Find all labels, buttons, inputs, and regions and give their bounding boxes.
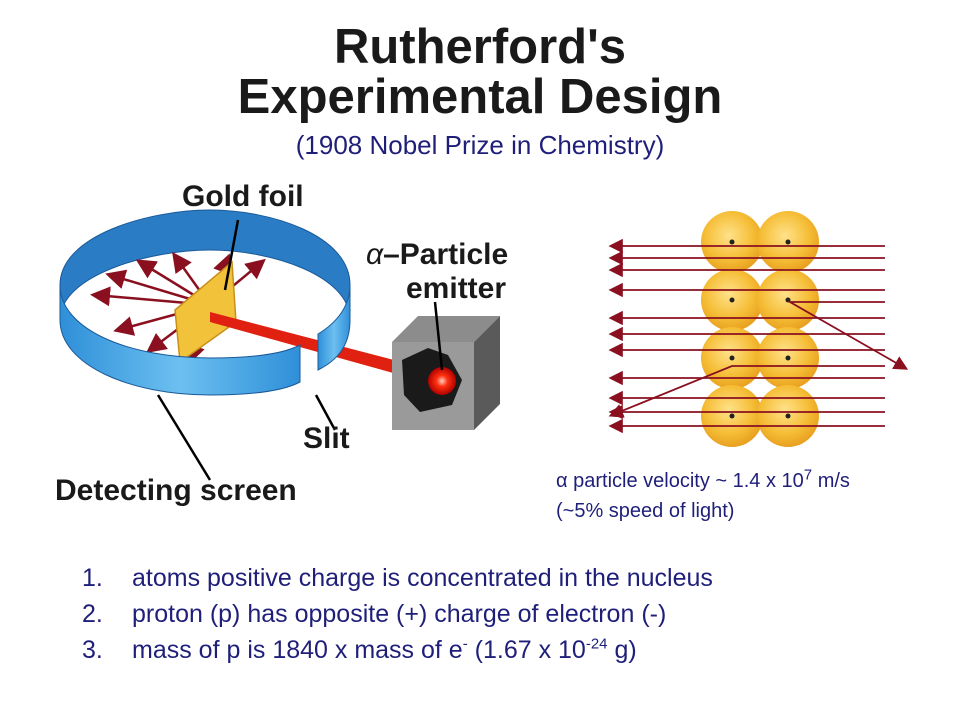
electron-charge-sup: - [462,635,468,653]
nucleus [757,385,819,447]
item-text: atoms positive charge is concentrated in… [132,564,713,592]
emitter-label-line-1: –Particle [383,238,509,271]
list-item: 1. atoms positive charge is concentrated… [82,560,942,596]
nucleus [701,385,763,447]
item-text: mass of p is 1840 x mass of e- (1.67 x 1… [132,632,637,668]
findings-list: 1. atoms positive charge is concentrated… [82,560,942,668]
velocity-line: α particle velocity ~ 1.4 x 107 m/s [556,466,850,496]
item-number: 2. [82,600,103,628]
subtitle: (1908 Nobel Prize in Chemistry) [295,130,665,160]
list-item: 3. mass of p is 1840 x mass of e- (1.67 … [82,632,942,668]
emitter-label-line-2: emitter [406,272,507,305]
mass-exponent: -24 [585,635,608,653]
nucleus [757,327,819,389]
list-item: 2. proton (p) has opposite (+) charge of… [82,596,942,632]
particle-paths [608,238,909,434]
nucleus [701,269,763,331]
nucleus-grid [701,211,819,447]
alpha-symbol: α [366,238,384,271]
item-number: 3. [82,636,103,664]
detecting-screen-front-right [317,284,351,371]
nucleus [757,211,819,273]
nucleus [701,211,763,273]
emitter-label: α–Particle emitter [366,238,508,306]
detecting-screen-front [59,284,301,396]
velocity-note: α particle velocity ~ 1.4 x 107 m/s (~5%… [556,466,850,526]
mass-unit: g) [607,636,637,664]
title-line-2: Experimental Design [237,70,723,124]
velocity-unit: m/s [812,470,850,492]
speed-line: (~5% speed of light) [556,500,735,522]
leader-lines [156,219,444,481]
nucleus [701,327,763,389]
diagram-title: Rutherford's Experimental Design [160,22,800,122]
mass-value-text: (1.67 x 10 [467,636,586,664]
alpha-note-symbol: α [556,470,568,492]
nucleus [757,269,819,331]
item-number: 1. [82,564,103,592]
velocity-exponent: 7 [803,466,813,484]
title-line-1: Rutherford's [333,20,627,74]
velocity-text: particle velocity ~ 1.4 x 10 [567,470,804,492]
mass-text: mass of p is 1840 x mass of e [132,636,463,664]
item-text: proton (p) has opposite (+) charge of el… [132,600,667,628]
experiment-diagram [59,209,909,481]
alpha-emitter-box [392,316,500,430]
detecting-screen-label: Detecting screen [55,474,297,507]
slit-label: Slit [303,422,350,455]
gold-foil-label: Gold foil [182,180,304,213]
